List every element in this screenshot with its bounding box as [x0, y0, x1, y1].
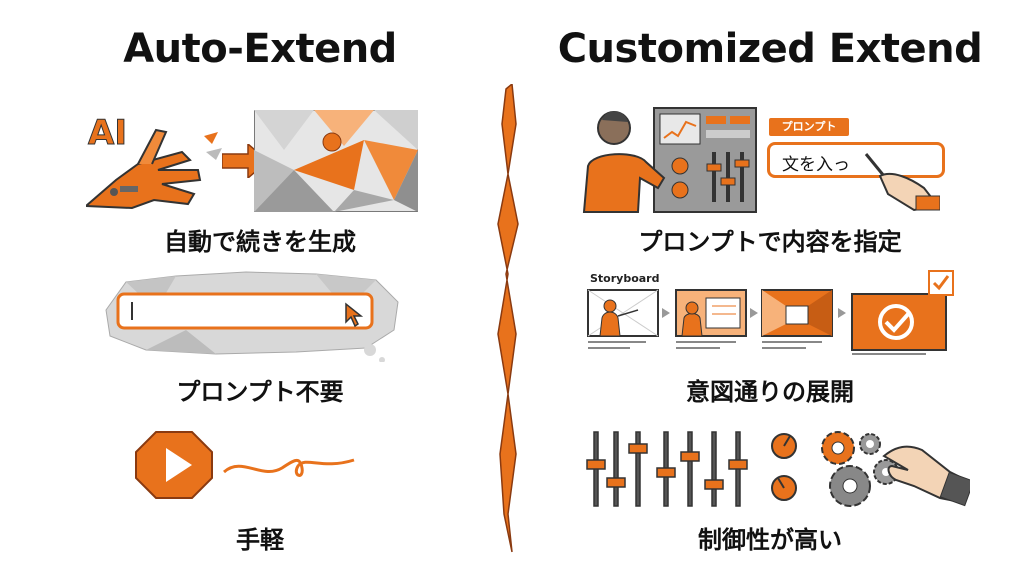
right-title: Customized Extend	[557, 26, 983, 72]
left-title: Auto-Extend	[123, 26, 397, 72]
gears-icon	[821, 431, 899, 507]
control-console-icon	[582, 107, 757, 213]
right-caption-2: 意図通りの展開	[686, 378, 854, 406]
left-caption-1: 自動で続きを生成	[164, 228, 356, 256]
checkmark-icon	[928, 270, 954, 296]
prompt-box: 文を入っ	[767, 142, 945, 178]
storyboard-label: Storyboard	[590, 272, 660, 285]
slider-icon	[586, 431, 748, 507]
right-caption-1: プロンプトで内容を指定	[638, 228, 902, 256]
prompt-input-icon	[105, 271, 399, 362]
play-button-icon	[135, 431, 213, 499]
cursor-icon	[345, 302, 364, 328]
robot-hand-icon: AI	[86, 113, 222, 210]
left-caption-3: 手軽	[236, 526, 284, 554]
prompt-text: 文を入っ	[782, 155, 850, 175]
storyboard-frame-icon	[587, 289, 947, 355]
hand-pen-icon	[864, 153, 940, 212]
prompt-tag: プロンプト	[769, 118, 849, 136]
knob-icon	[771, 433, 797, 501]
left-caption-2: プロンプト不要	[176, 378, 344, 406]
hand-icon	[882, 445, 970, 507]
right-caption-3: 制御性が高い	[698, 526, 842, 554]
landscape-image-icon	[254, 110, 418, 212]
zigzag-divider	[497, 84, 519, 553]
ai-label: AI	[88, 113, 127, 153]
squiggle-line-icon	[223, 458, 355, 477]
